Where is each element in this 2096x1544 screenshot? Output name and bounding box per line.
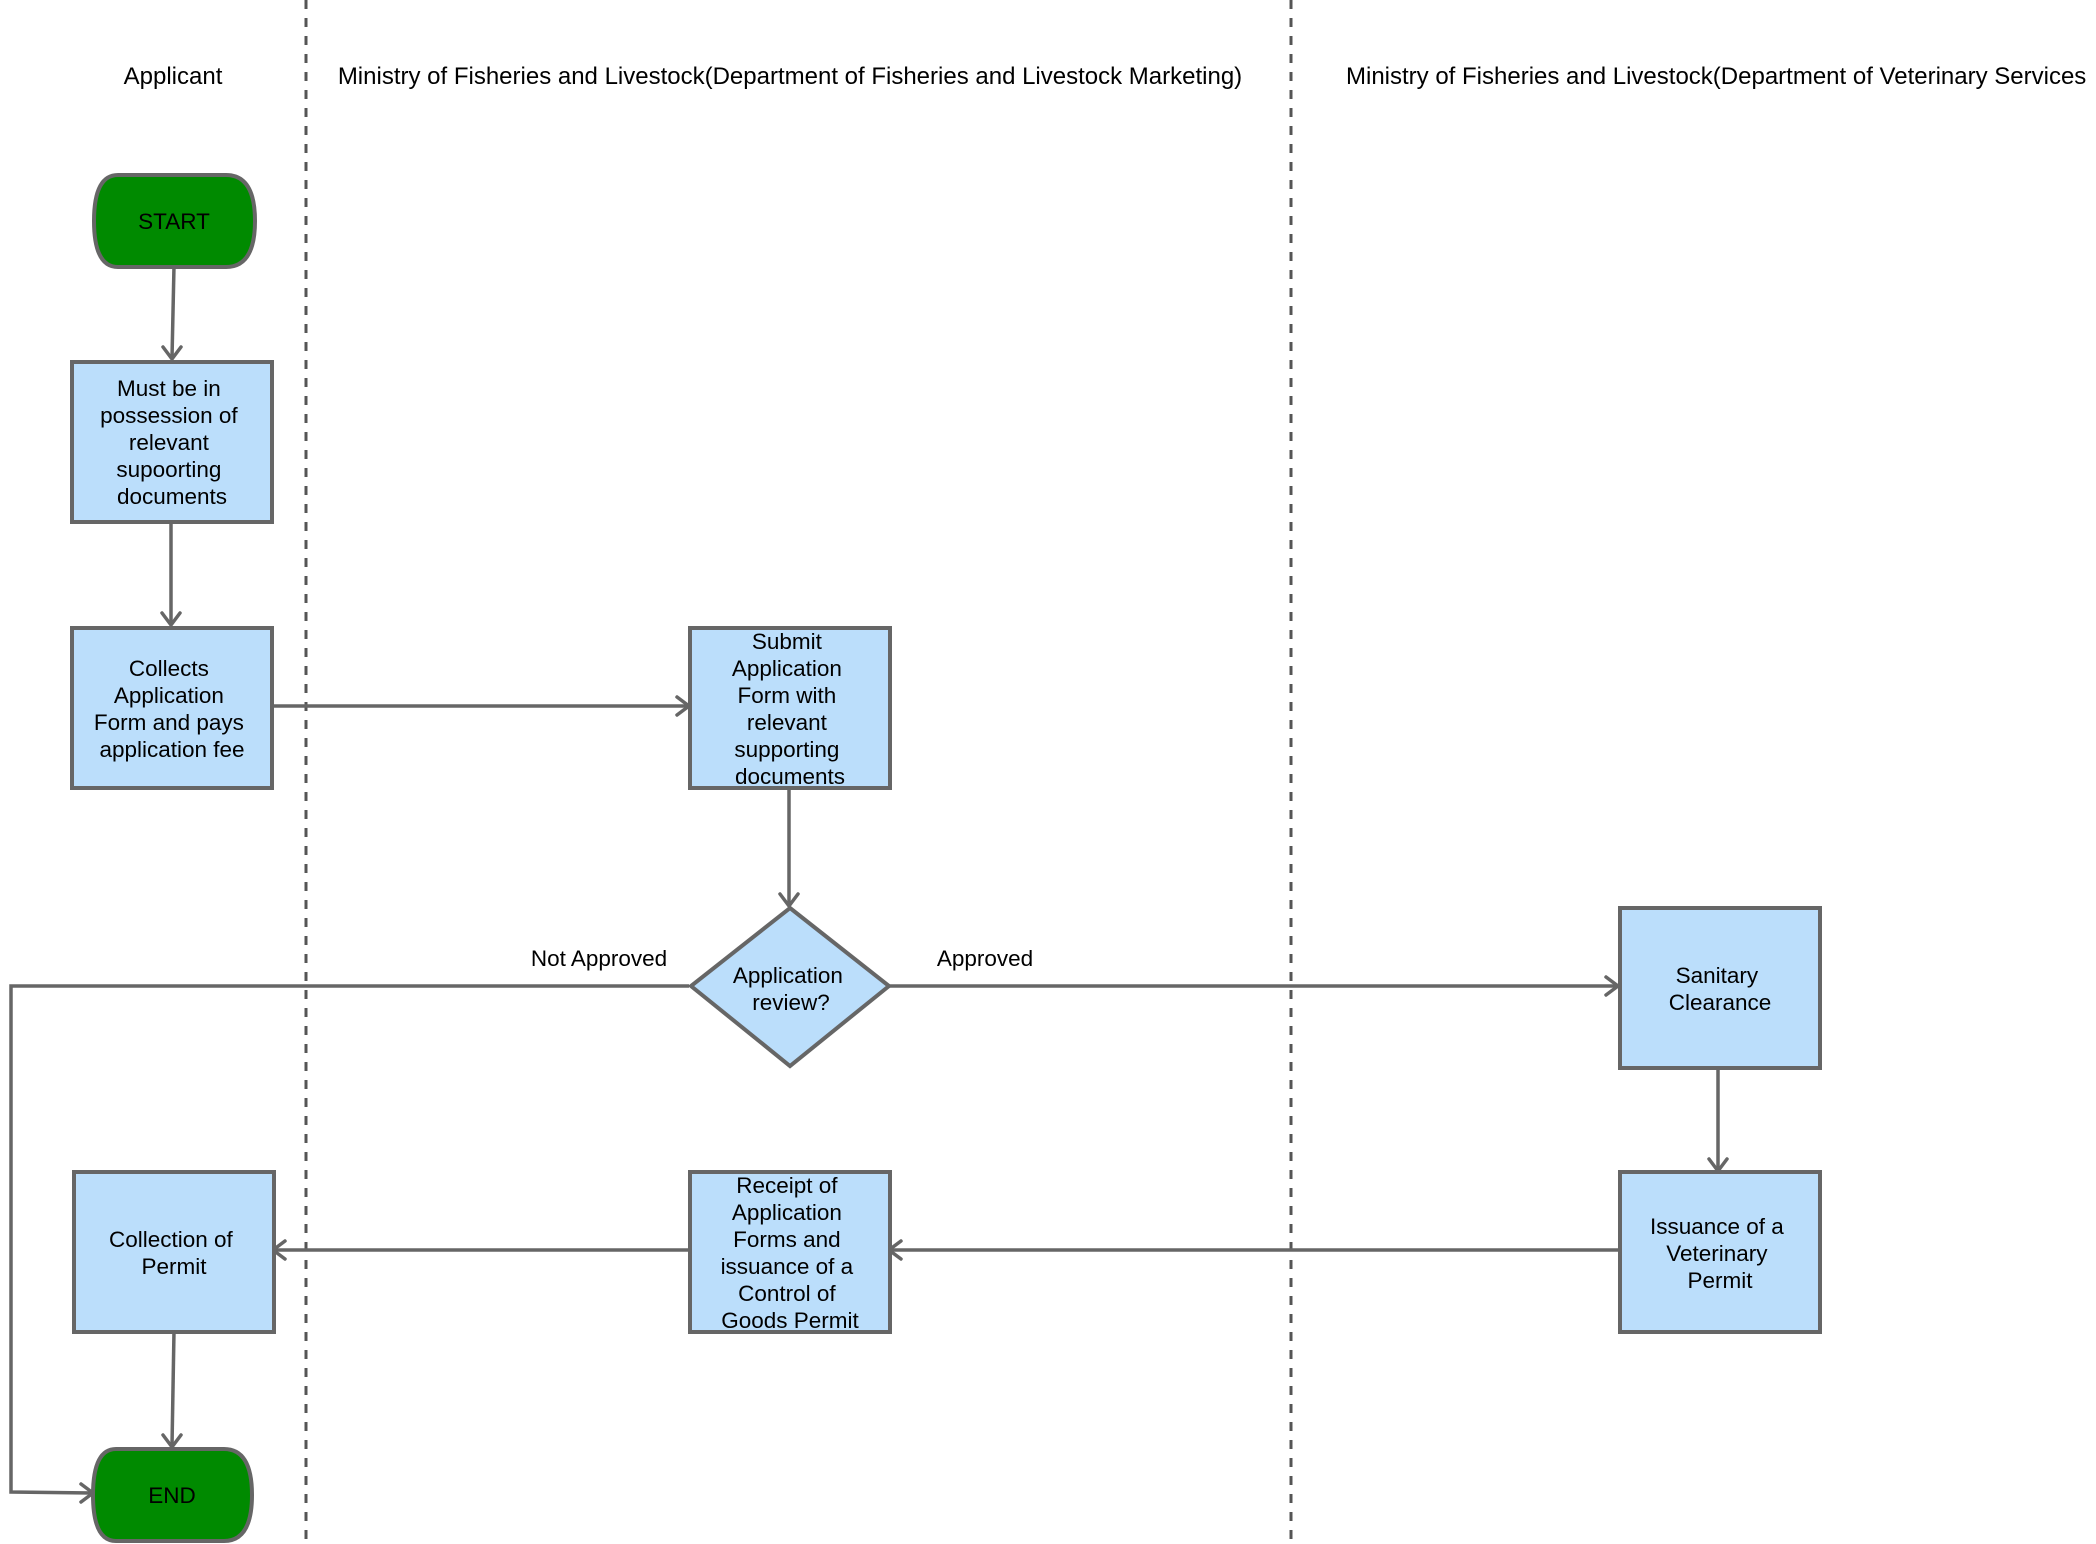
node-collect-application-form[interactable]: Collects Application Form and pays appli…	[70, 626, 274, 790]
edge-review-not-approved-to-end	[9, 984, 689, 1495]
node-label: Issuance of a Veterinary Permit	[1650, 1214, 1790, 1293]
edge-label-approved: Approved	[937, 946, 1033, 971]
node-label: Collection of Permit	[109, 1227, 239, 1279]
edge-label-not-approved: Not Approved	[531, 946, 667, 971]
edge-collection-to-end	[170, 1330, 176, 1447]
node-label: START	[138, 209, 210, 234]
lane-title-applicant: Applicant	[124, 63, 223, 90]
arrowhead	[778, 892, 800, 908]
node-submit-application-form[interactable]: Submit Application Form with relevant su…	[688, 626, 892, 790]
node-label: Sanitary Clearance	[1669, 963, 1772, 1015]
node-label: Must be in possession of relevant supoor…	[100, 376, 244, 509]
edge-start-to-documents	[170, 265, 176, 359]
node-end[interactable]: END	[90, 1447, 255, 1543]
node-label: Receipt of Application Forms and issuanc…	[721, 1173, 860, 1333]
edges	[9, 265, 1729, 1504]
node-issuance-veterinary-permit[interactable]: Issuance of a Veterinary Permit	[1618, 1170, 1822, 1334]
node-application-review-decision[interactable]: Application review?	[687, 905, 893, 1069]
node-receipt-control-of-goods-permit[interactable]: Receipt of Application Forms and issuanc…	[688, 1170, 892, 1334]
node-supporting-documents[interactable]: Must be in possession of relevant supoor…	[70, 360, 274, 524]
node-label: Collects Application Form and pays appli…	[94, 656, 250, 762]
node-start[interactable]: START	[91, 173, 258, 269]
node-collection-of-permit[interactable]: Collection of Permit	[72, 1170, 276, 1334]
node-label: Application review?	[733, 963, 849, 1015]
node-label: END	[148, 1483, 196, 1508]
node-label: Submit Application Form with relevant su…	[732, 629, 848, 789]
arrowhead	[161, 345, 183, 361]
lane-title-marketing: Ministry of Fisheries and Livestock(Depa…	[338, 63, 1242, 90]
node-sanitary-clearance[interactable]: Sanitary Clearance	[1618, 906, 1822, 1070]
lane-title-veterinary: Ministry of Fisheries and Livestock(Depa…	[1346, 63, 2086, 90]
arrowhead	[160, 611, 182, 627]
